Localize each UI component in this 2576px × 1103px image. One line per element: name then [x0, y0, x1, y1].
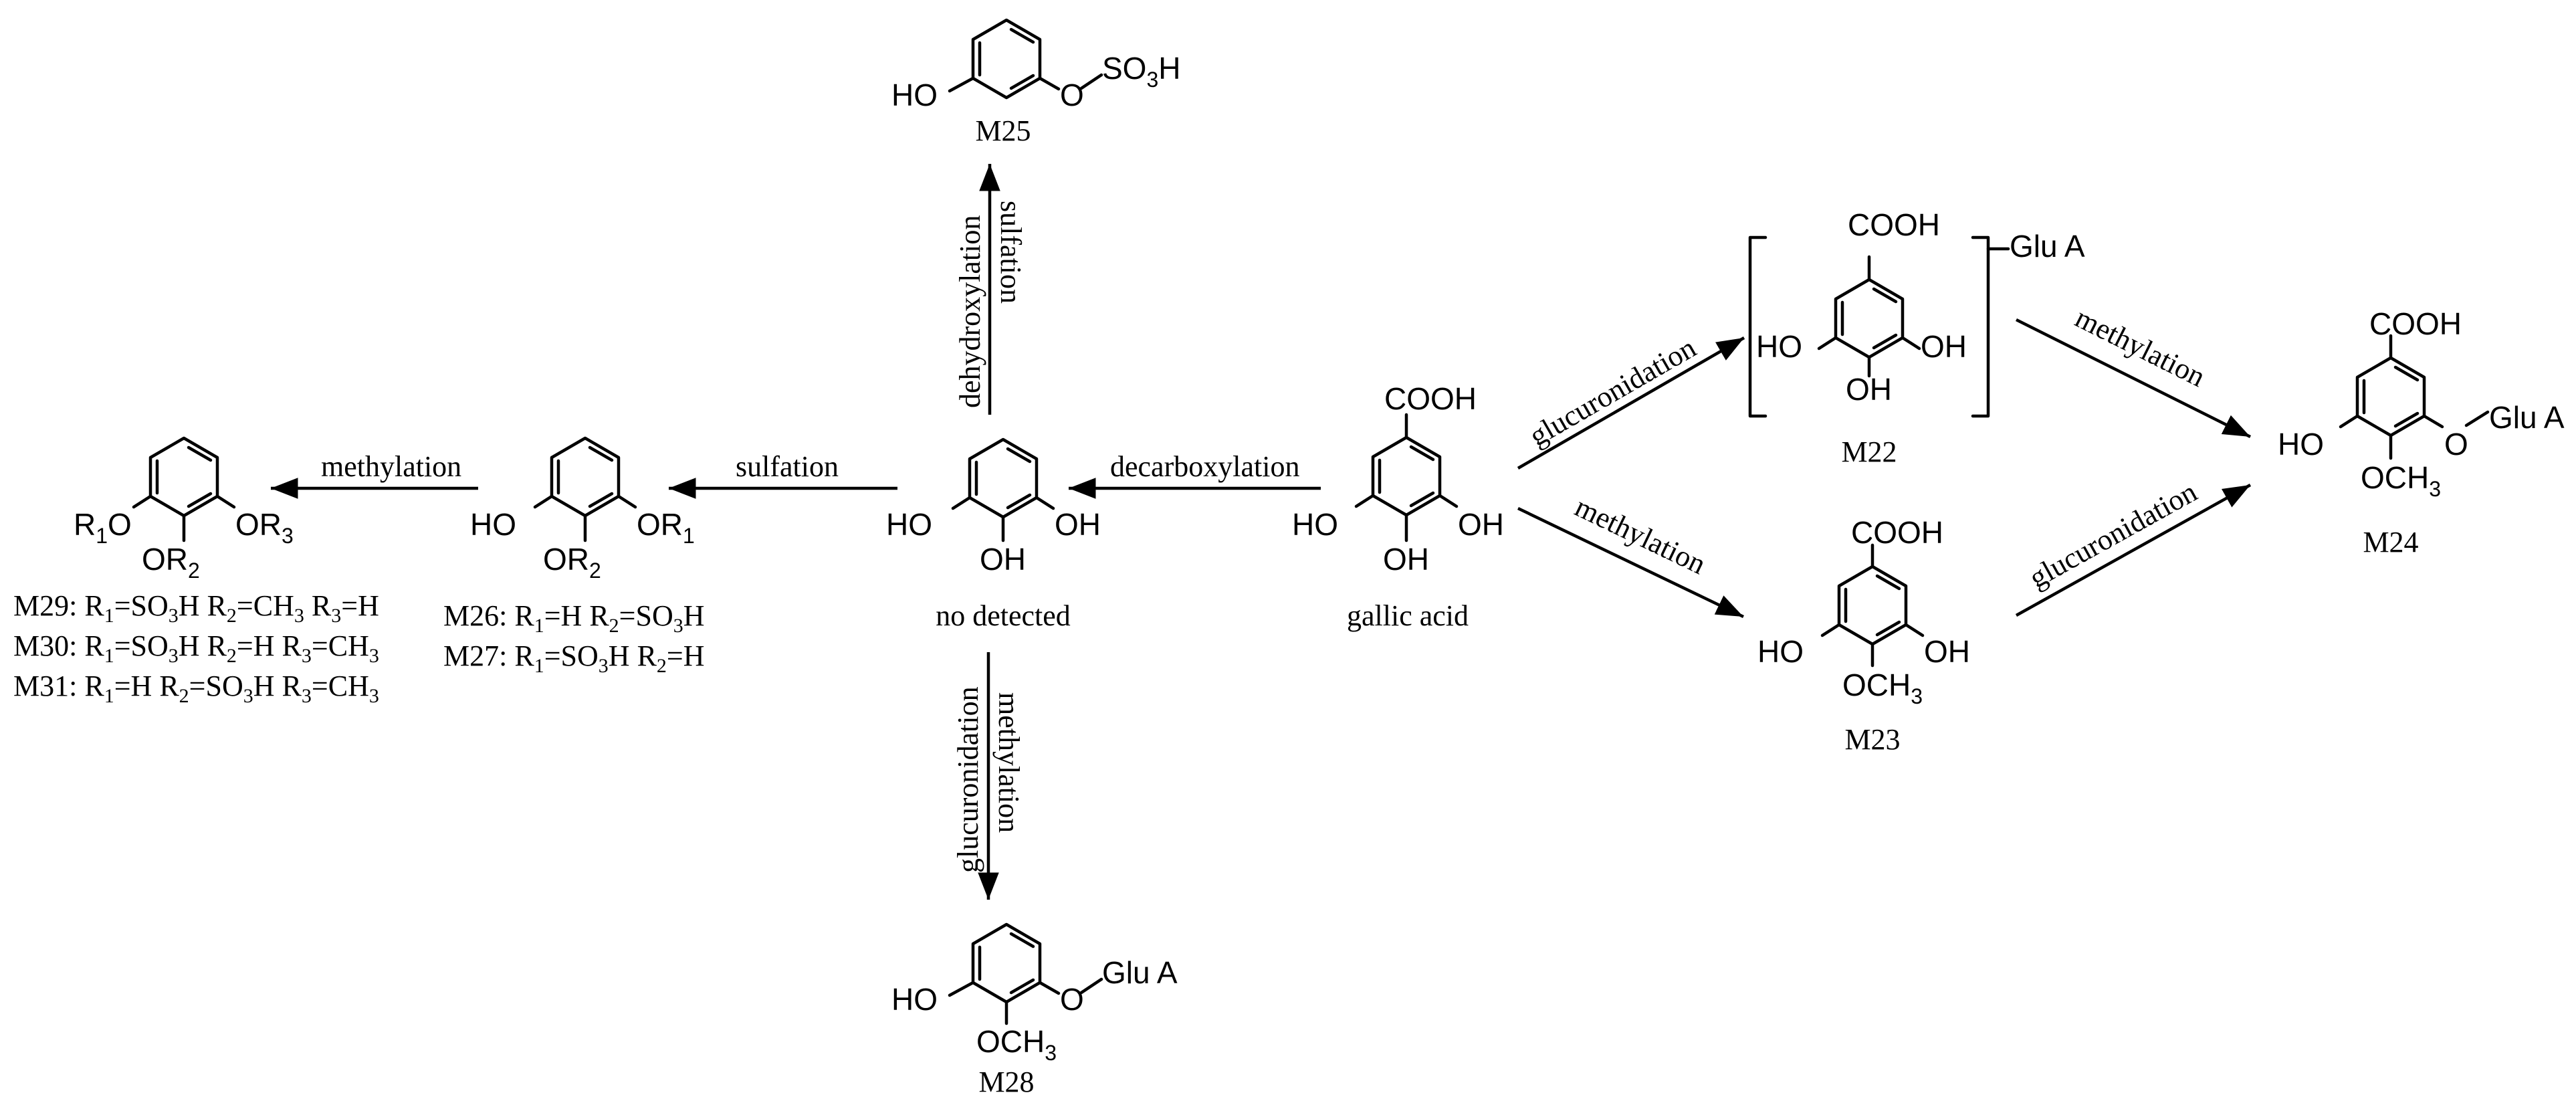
- m30-definition: M30: R1=SO3H R2=H R3=CH3: [13, 629, 379, 667]
- arrow-to-m23: [1517, 506, 1744, 619]
- m23-oh-right: OH: [1924, 634, 1970, 669]
- label-sulfation-up: sulfation: [994, 201, 1027, 304]
- m25-hydroxyl: HO: [891, 78, 938, 112]
- gallic-cooh: COOH: [1384, 381, 1477, 416]
- m22-cooh: COOH: [1848, 207, 1940, 242]
- m22-glucuronide: Glu A: [2010, 229, 2085, 264]
- m26-or1: OR1: [637, 507, 695, 548]
- m22-ho-left: HO: [1756, 329, 1802, 364]
- label-dehydroxylation: dehydroxylation: [954, 215, 986, 408]
- m24-ho-left: HO: [2278, 427, 2324, 462]
- compound-gallic-acid: COOH HO OH OH gallic acid: [1292, 381, 1504, 632]
- label-methylation-down: methylation: [992, 692, 1025, 833]
- m26-or2: OR2: [543, 542, 601, 583]
- m28-label: M28: [978, 1066, 1034, 1098]
- pyrogallol-oh-bottom: OH: [980, 542, 1026, 577]
- compound-m26-m27: HO OR1 OR2: [470, 436, 695, 583]
- compound-m24: COOH HO O Glu A OCH3 M24: [2278, 306, 2565, 559]
- pyrogallol-label: no detected: [936, 599, 1071, 632]
- m24-ether-oxygen: O: [2444, 427, 2468, 462]
- label-decarboxylation: decarboxylation: [1110, 450, 1299, 483]
- compound-m22: COOH HO OH OH Glu A M22: [1748, 207, 2085, 468]
- m29-or3: OR3: [235, 507, 294, 548]
- m22-label: M22: [1841, 435, 1897, 468]
- m29-m31-substituent-table: M29: R1=SO3H R2=CH3 R3=H M30: R1=SO3H R2…: [13, 589, 379, 707]
- compound-m29-m31: R1O OR3 OR2: [74, 436, 294, 583]
- arrow-m23-to-m24: [2015, 484, 2252, 617]
- m28-hydroxyl: HO: [891, 982, 938, 1017]
- m22-oh-right: OH: [1921, 329, 1967, 364]
- m25-label: M25: [975, 114, 1031, 147]
- m22-oh-bottom: OH: [1846, 372, 1892, 407]
- m24-glucuronide: Glu A: [2489, 400, 2565, 435]
- label-methylation-left: methylation: [321, 450, 461, 483]
- m26-definition: M26: R1=H R2=SO3H: [443, 599, 705, 637]
- label-sulfation-left: sulfation: [736, 450, 839, 483]
- compound-pyrogallol: HO OH OH no detected: [886, 437, 1101, 632]
- m26-hydroxyl: HO: [470, 507, 516, 542]
- m23-label: M23: [1844, 723, 1900, 756]
- gallic-oh-right: OH: [1458, 507, 1504, 542]
- m27-definition: M27: R1=SO3H R2=H: [443, 639, 705, 677]
- m25-ether-oxygen: O: [1060, 78, 1084, 112]
- m23-ho-left: HO: [1757, 634, 1804, 669]
- compound-m23: COOH HO OH OCH3 M23: [1757, 515, 1970, 756]
- label-glucuronidation-down: glucuronidation: [952, 686, 984, 873]
- m28-glucuronide: Glu A: [1102, 955, 1178, 990]
- m26-m27-substituent-table: M26: R1=H R2=SO3H M27: R1=SO3H R2=H: [443, 599, 705, 677]
- m29-r1o: R1O: [74, 507, 132, 548]
- m28-methoxy: OCH3: [976, 1024, 1057, 1065]
- gallic-label: gallic acid: [1347, 599, 1469, 632]
- m31-definition: M31: R1=H R2=SO3H R3=CH3: [13, 670, 379, 707]
- compound-m28: HO O Glu A OCH3 M28: [891, 922, 1178, 1098]
- m28-ether-oxygen: O: [1060, 982, 1084, 1017]
- gallic-oh-bottom: OH: [1383, 542, 1429, 577]
- m24-label: M24: [2363, 526, 2418, 559]
- pyrogallol-ho-left: HO: [886, 507, 932, 542]
- m23-methoxy: OCH3: [1842, 668, 1923, 708]
- m29-or2: OR2: [142, 542, 200, 583]
- m23-cooh: COOH: [1851, 515, 1943, 550]
- m24-methoxy: OCH3: [2361, 460, 2441, 501]
- gallic-ho-left: HO: [1292, 507, 1338, 542]
- pyrogallol-oh-right: OH: [1055, 507, 1101, 542]
- m29-definition: M29: R1=SO3H R2=CH3 R3=H: [13, 589, 379, 627]
- label-methylation-to-m24: methylation: [2070, 301, 2211, 393]
- arrow-m22-to-m24: [2015, 318, 2252, 439]
- compound-m25: HO O SO3H M25: [891, 18, 1181, 147]
- m25-sulfo: SO3H: [1102, 51, 1181, 92]
- label-glucuronidation-to-m22: glucuronidation: [1524, 331, 1702, 453]
- arrow-to-m22: [1517, 336, 1745, 470]
- label-glucuronidation-to-m24: glucuronidation: [2024, 475, 2202, 594]
- m24-cooh: COOH: [2369, 306, 2462, 341]
